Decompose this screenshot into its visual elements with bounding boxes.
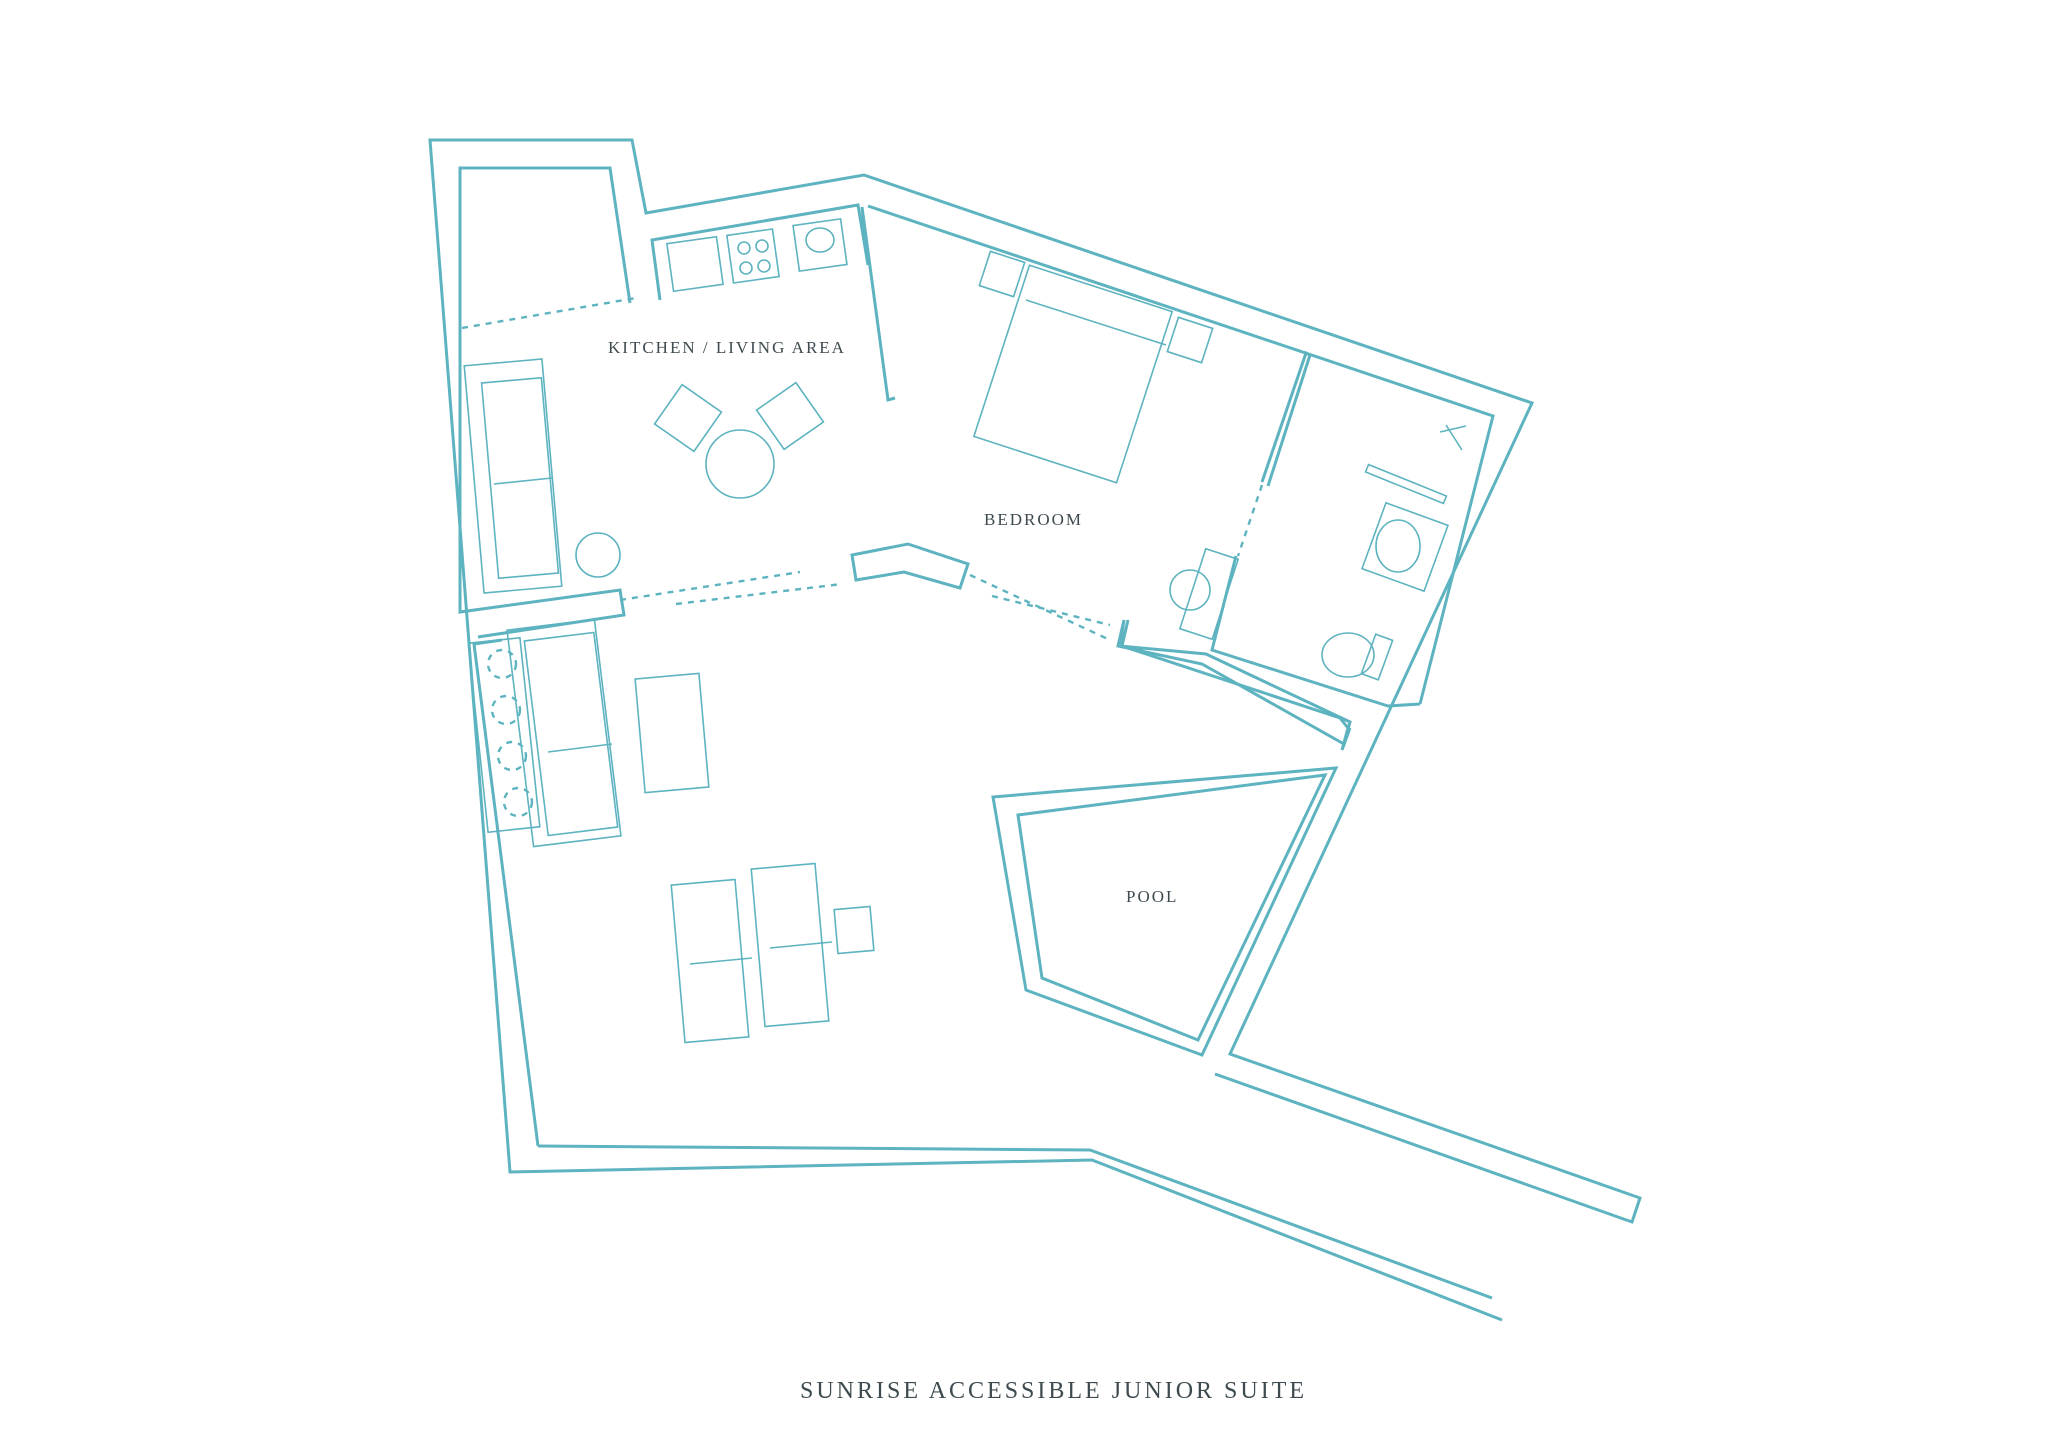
outer-wall (428, 138, 1642, 1322)
bed-headboard (1025, 299, 1167, 346)
sofa-divider (493, 477, 553, 485)
pool-outline-inner (1016, 773, 1328, 1042)
lounge-sofa-icon (506, 618, 622, 848)
dining-table-icon (705, 429, 775, 499)
shower-arm-icon (1439, 425, 1467, 433)
planter-box-icon (467, 636, 541, 834)
lounge-sofa-divider (547, 743, 613, 753)
bedroom-top-wall (867, 204, 1495, 705)
sink-icon (792, 217, 848, 273)
burner-3 (739, 261, 753, 275)
central-partition (850, 542, 970, 590)
bedroom-entry-wall (1116, 619, 1352, 747)
coffee-table-icon (634, 672, 710, 794)
planter-3 (496, 740, 528, 772)
bath-sink-basin (1375, 519, 1421, 573)
lounge-sofa-seat (523, 631, 619, 837)
bedroom-bottom-wall (1120, 619, 1352, 751)
shower-head-icon (1445, 424, 1463, 451)
bath-sink-icon (1360, 501, 1450, 593)
side-table-icon (575, 532, 621, 578)
side-table-sunbeds (833, 905, 875, 955)
burner-4 (757, 259, 771, 273)
sunbed-2-icon (750, 862, 830, 1028)
planter-1 (486, 648, 518, 680)
sunbed-1-icon (670, 878, 750, 1044)
bathroom-door-dashed (1236, 484, 1264, 557)
plan-title: SUNRISE ACCESSIBLE JUNIOR SUITE (800, 1378, 1307, 1404)
bathroom-wall (1260, 350, 1312, 487)
pool-outline-outer (991, 766, 1339, 1057)
kitchen-living-label: KITCHEN / LIVING AREA (608, 338, 846, 357)
cooktop-icon (725, 228, 781, 284)
dashed-boundaries (461, 296, 1264, 818)
living-boundary-dashed-1 (619, 570, 801, 602)
planter-4 (502, 786, 534, 818)
pool-label: POOL (1126, 887, 1178, 906)
sunbed-1-divider (689, 957, 753, 965)
grab-bar-icon (1364, 463, 1448, 505)
nightstand-1 (978, 250, 1026, 298)
sink-basin (805, 227, 835, 253)
kitchen-boundary-dashed (461, 296, 637, 330)
sunbed-2-divider (769, 941, 833, 949)
walls (428, 138, 1642, 1322)
oven-icon (665, 235, 725, 293)
bedroom-label: BEDROOM (984, 510, 1083, 529)
kitchen-nook-wall (458, 166, 632, 639)
inner-wall-living (537, 1144, 1493, 1300)
toilet-tank (1360, 633, 1394, 681)
desk-icon (1178, 547, 1240, 641)
kitchen-counter-wall (650, 203, 896, 402)
dining-chair-1 (653, 383, 723, 453)
sofa-seat (480, 376, 560, 580)
bedroom-boundary-dashed-2 (991, 594, 1111, 627)
furniture (463, 217, 1467, 1044)
dining-chair-2 (755, 381, 825, 451)
burner-2 (755, 239, 769, 253)
planter-2 (490, 694, 522, 726)
desk-chair-icon (1169, 569, 1211, 611)
toilet-icon (1321, 632, 1375, 678)
burner-1 (737, 241, 751, 255)
bed-icon (972, 264, 1174, 484)
labels: KITCHEN / LIVING AREA BEDROOM POOL SUNRI… (608, 338, 1307, 1404)
nightstand-2 (1166, 316, 1214, 364)
sofa-icon (463, 358, 563, 594)
living-boundary-dashed-2 (675, 582, 843, 606)
